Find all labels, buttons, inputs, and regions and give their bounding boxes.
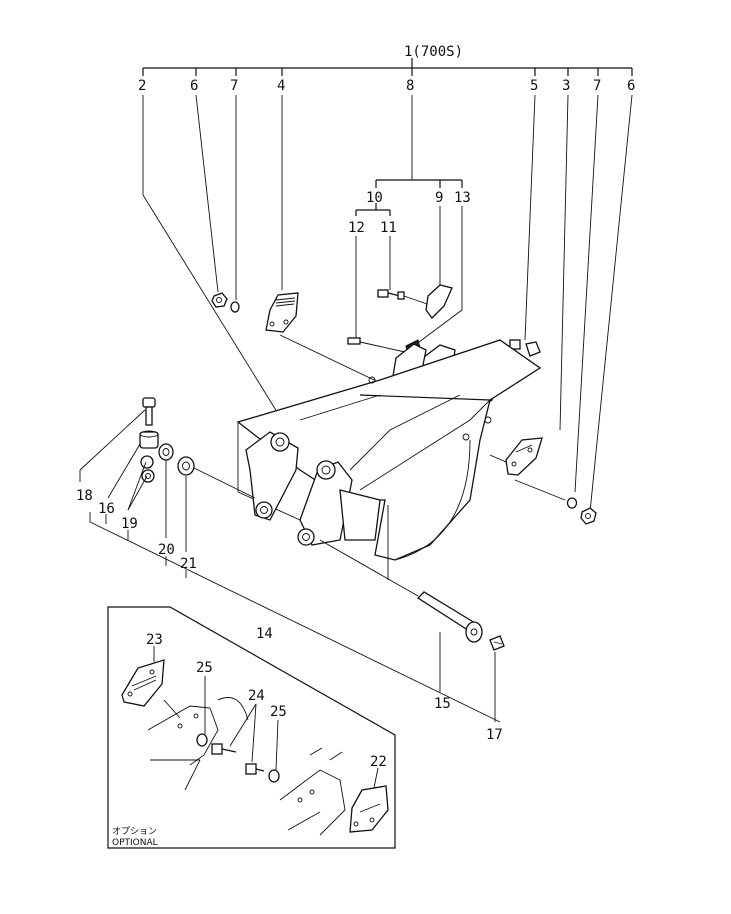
bolt-5 [509,339,541,357]
bucket-body [236,339,542,561]
bolt-24-a [211,743,237,755]
callout-6-right: 6 [627,78,635,94]
callout-4: 4 [277,78,285,94]
washer-21 [177,456,195,476]
nut-17 [489,635,505,651]
nut-6-left [211,292,228,308]
optional-box [107,606,396,849]
callout-13: 13 [454,190,471,206]
callout-16: 16 [98,501,115,517]
callout-19: 19 [121,516,138,532]
callout-5: 5 [530,78,538,94]
callout-22: 22 [370,754,387,770]
callout-18: 18 [76,488,93,504]
callout-20: 20 [158,542,175,558]
tooth-9 [425,284,453,319]
callout-8: 8 [406,78,414,94]
nut-6-right [580,507,597,525]
callout-3: 3 [562,78,570,94]
side-cutter-23 [121,659,165,707]
callout-12: 12 [348,220,365,236]
callout-2: 2 [138,78,146,94]
pin-15 [416,591,483,643]
callout-25-right: 25 [270,704,287,720]
top-leaders [142,94,633,513]
boss-plate-right [297,460,381,546]
plate-4 [265,292,299,333]
washer-25-a [196,733,208,747]
washer-25-b [268,769,280,783]
boss-plate-left [245,431,299,521]
top-bracket [142,58,633,76]
callout-10: 10 [366,190,383,206]
sub-bracket-8 [355,179,463,216]
washer-7-right [566,497,578,509]
bolt-24-b [245,763,265,775]
callout-11: 11 [380,220,397,236]
callout-7-left: 7 [230,78,238,94]
callout-6-left: 6 [190,78,198,94]
callout-15: 15 [434,696,451,712]
corner-plate-3 [505,437,543,476]
bushing-16 [139,430,159,449]
washer-20 [158,443,174,461]
callout-24: 24 [248,688,265,704]
callout-25-top: 25 [196,660,213,676]
left-leaders [79,409,501,723]
callout-21: 21 [180,556,197,572]
callout-17: 17 [486,727,503,743]
callout-7-right: 7 [593,78,601,94]
callout-23: 23 [146,632,163,648]
optional-label-en: OPTIONAL [112,838,158,848]
optional-sketch [147,697,346,836]
bolt-18 [142,397,156,426]
side-cutter-22 [349,785,389,833]
pin-12 [347,337,361,345]
optional-label-jp: オプション [112,826,157,837]
bolt-11 [377,289,405,300]
callout-9: 9 [435,190,443,206]
callout-14: 14 [256,626,273,642]
assembly-label: 1(700S) [404,44,463,60]
sub-leaders [355,206,463,346]
washer-7-left [230,301,240,313]
